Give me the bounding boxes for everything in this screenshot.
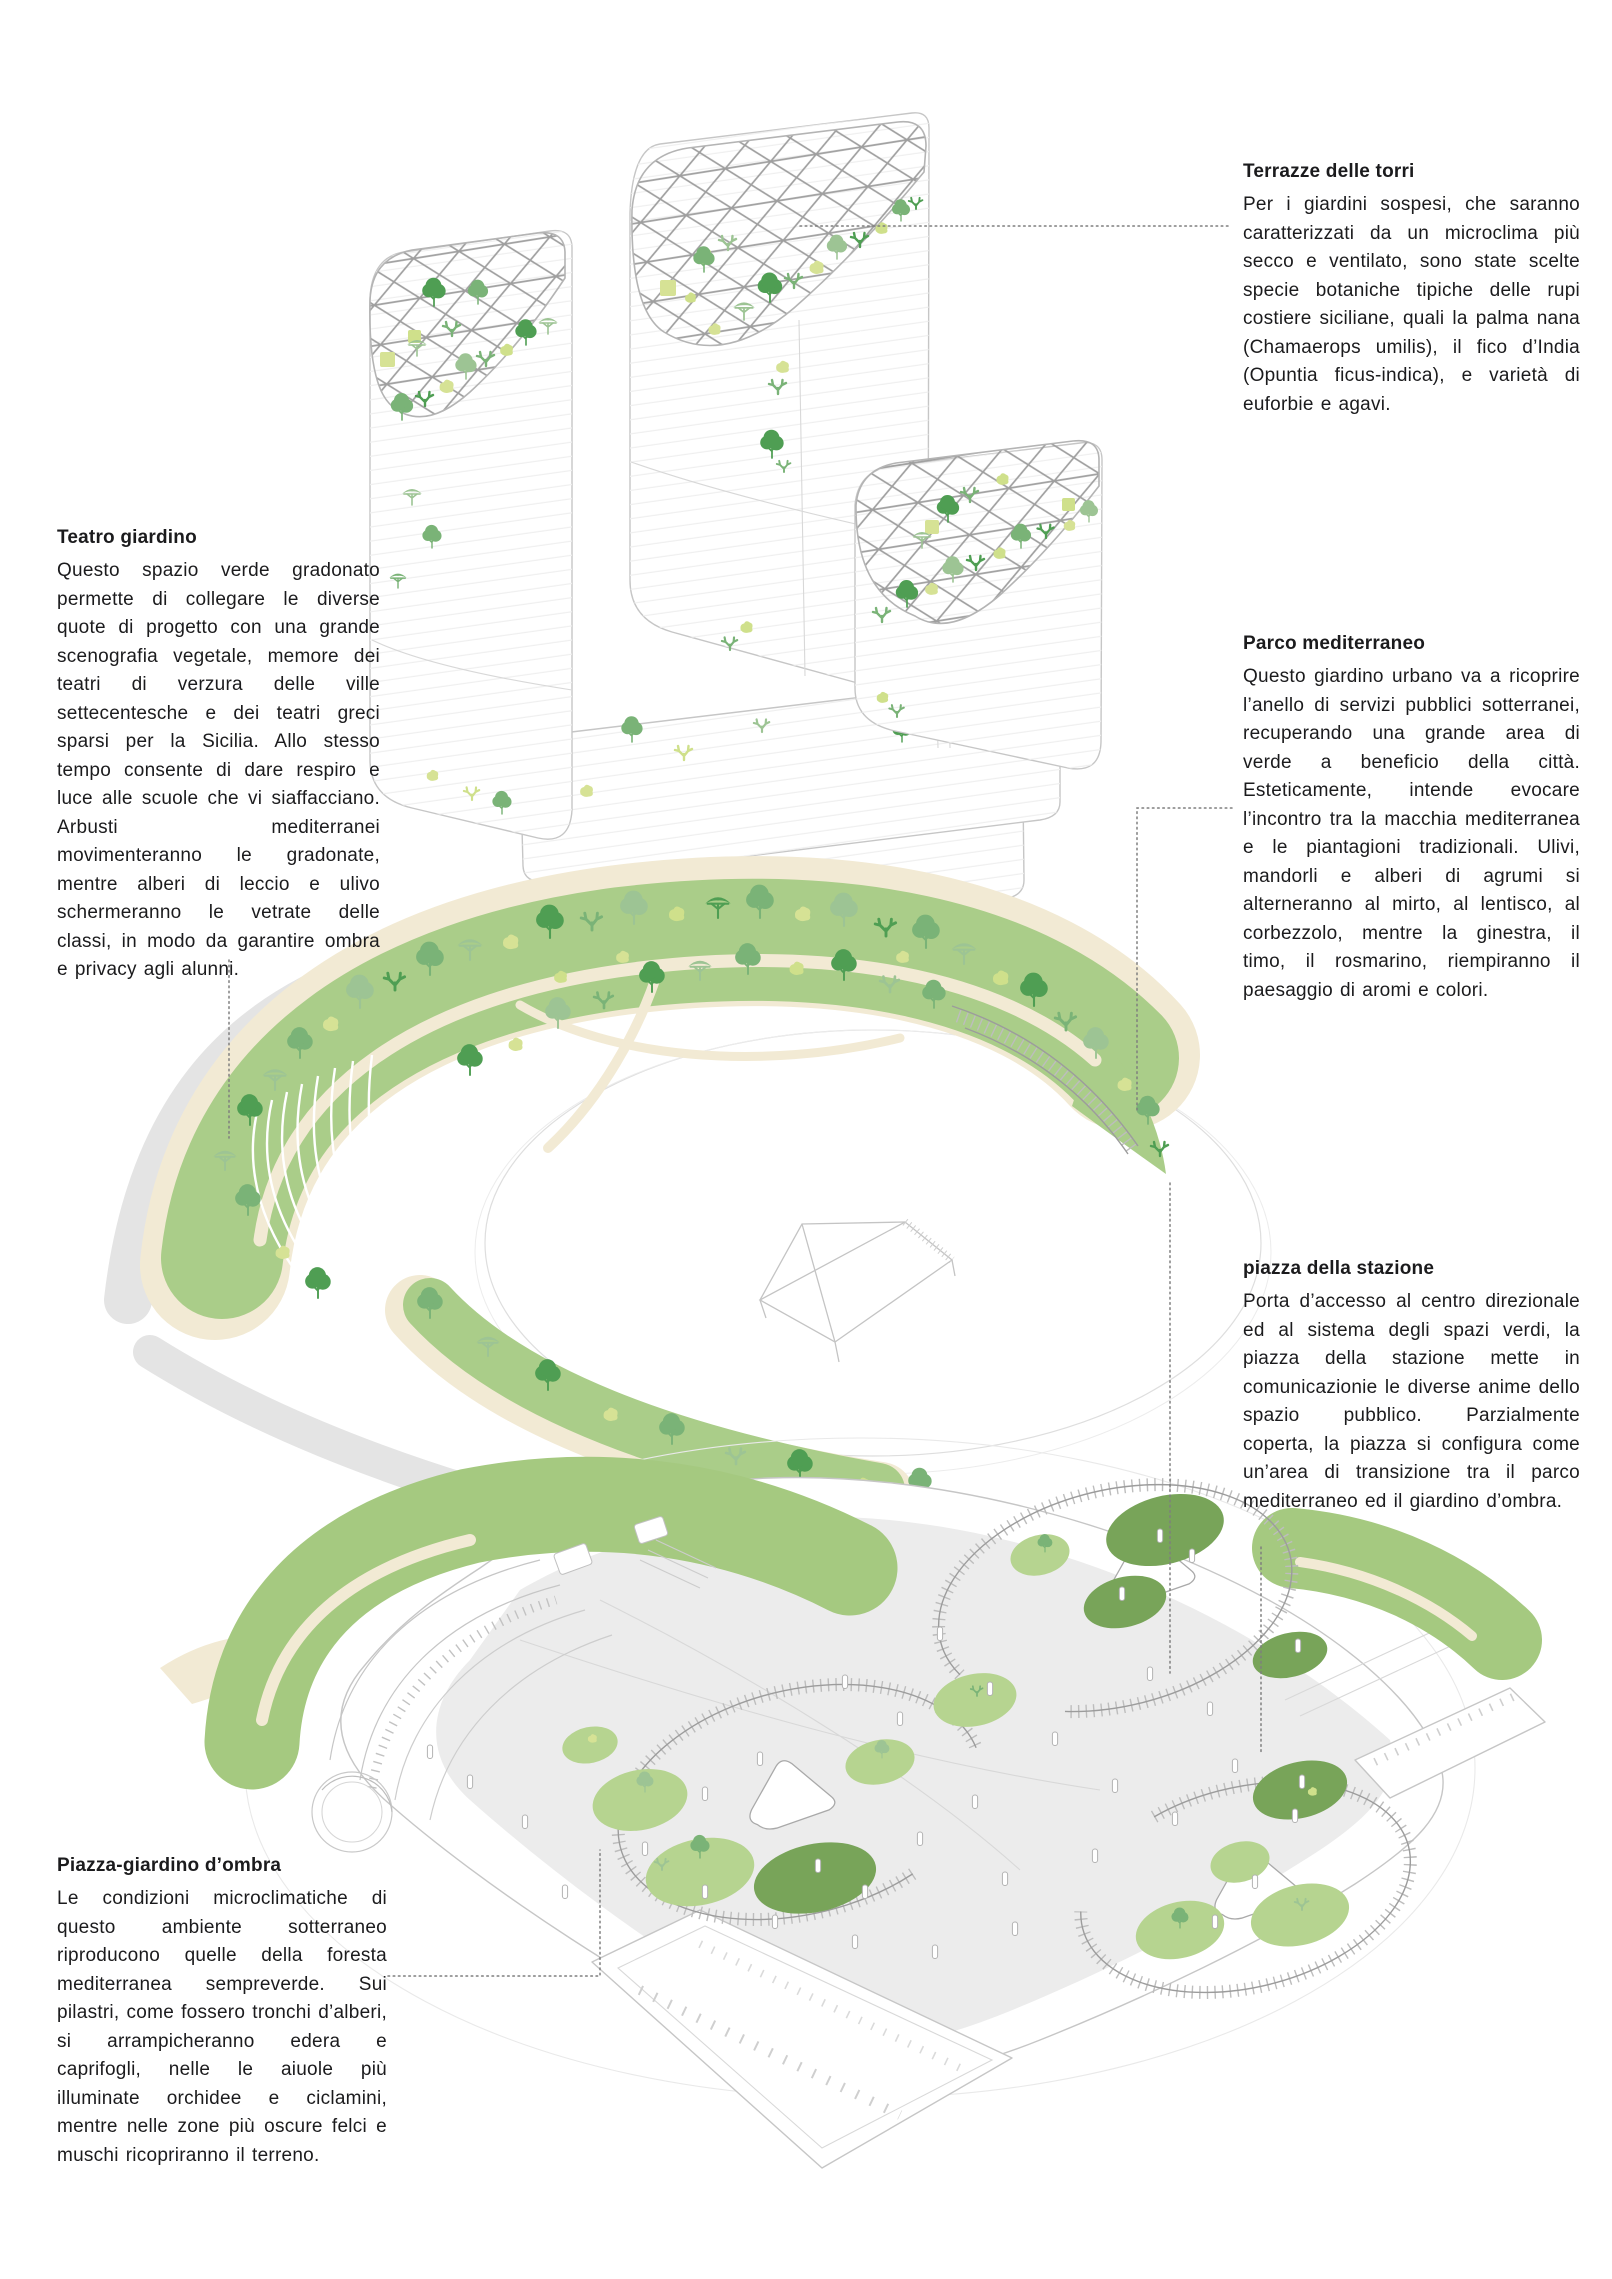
annotation-body: Questo giardino urbano va a ricoprire l’… [1243, 666, 1580, 1001]
annotation-heading: Teatro giardino [57, 527, 197, 548]
central-canopy [758, 1218, 956, 1363]
tower-tall [629, 112, 930, 693]
annotation-body: Porta d’accesso al centro direzionale ed… [1243, 1291, 1580, 1512]
mediterranean-park-level [104, 856, 1272, 1585]
plaza-terrace-linework [329, 1516, 717, 1821]
annotation-heading: Terrazze delle torri [1243, 161, 1415, 182]
annotation-terrazze-delle-torri: Terrazze delle torri Per i giardini sosp… [1243, 158, 1580, 419]
tower-left-planting [380, 276, 559, 815]
garden-theatre-terraces [251, 1054, 413, 1273]
towers-level [369, 112, 1103, 946]
shade-garden-roof [160, 1456, 1542, 1790]
leader-parco-mediterraneo [1136, 807, 1233, 1113]
kiosk-west [749, 1760, 836, 1830]
annotation-piazza-della-stazione: piazza della stazione Porta d’accesso al… [1243, 1255, 1580, 1516]
pavilion-wall-north [932, 1478, 1299, 1719]
tower-right-planting [871, 473, 1099, 719]
annotation-heading: piazza della stazione [1243, 1258, 1435, 1279]
park-crescent [140, 856, 1200, 1532]
leader-lines [228, 225, 1262, 1977]
park-ring-inner-facade [951, 1005, 1139, 1155]
annotation-heading: Piazza-giardino d’ombra [57, 1855, 282, 1876]
tower-left [369, 229, 573, 840]
tower-tall-planting [660, 196, 924, 652]
tower-tall-diagrid-roof [631, 120, 927, 347]
annotation-body: Le condizioni microclimatiche di questo … [57, 1888, 387, 2166]
leader-piazza-giardino-ombra [387, 1849, 601, 1977]
annotation-body: Questo spazio verde gradonato permette d… [57, 560, 380, 980]
shade-garden-islands [562, 1493, 1350, 1960]
tower-right [854, 439, 1103, 770]
tower-right-diagrid-roof [855, 439, 1100, 625]
annotation-body: Per i giardini sospesi, che saranno cara… [1243, 194, 1580, 415]
annotation-piazza-giardino-ombra: Piazza-giardino d’ombra Le condizioni mi… [57, 1852, 387, 2170]
plaza-right-dock [1284, 1627, 1546, 1799]
plaza-pier [591, 1909, 1013, 2169]
station-plaza-level [160, 1437, 1546, 2169]
plaza-circular-stair [311, 1771, 393, 1853]
annotation-teatro-giardino: Teatro giardino Questo spazio verde grad… [57, 524, 380, 985]
annotation-parco-mediterraneo: Parco mediterraneo Questo giardino urban… [1243, 630, 1580, 1005]
annotation-heading: Parco mediterraneo [1243, 633, 1426, 654]
